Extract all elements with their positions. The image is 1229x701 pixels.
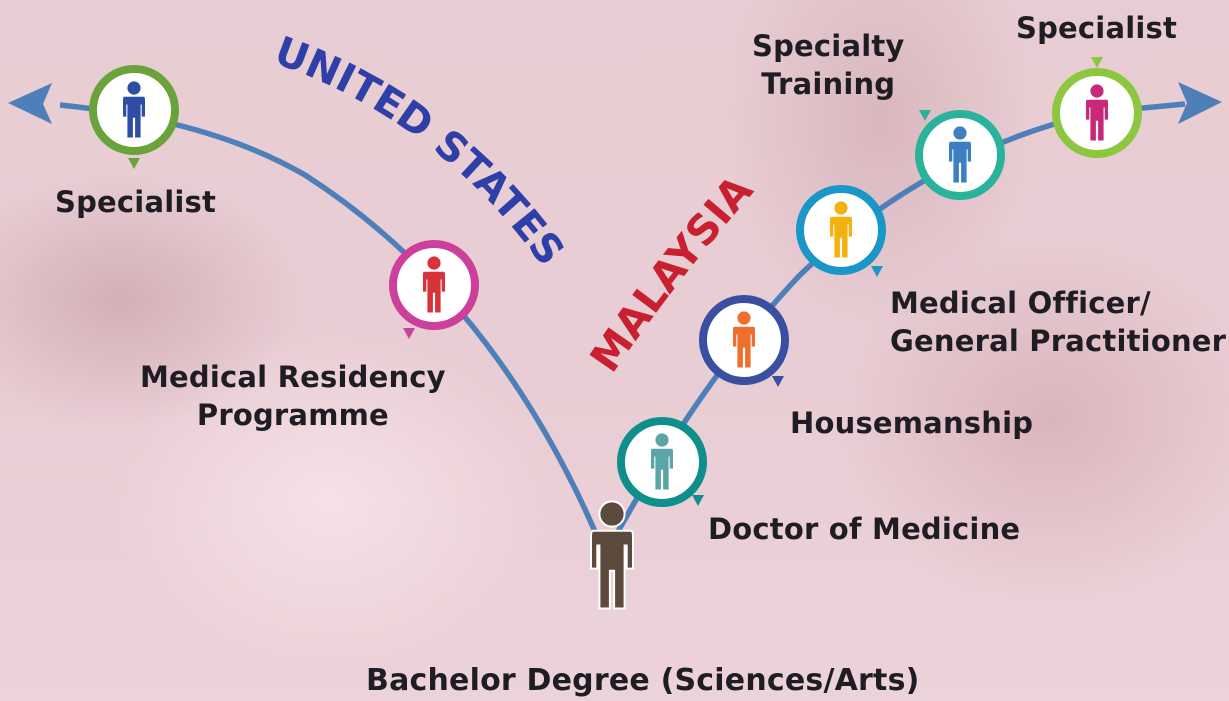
person-icon xyxy=(733,311,755,368)
label-line: General Practitioner xyxy=(890,324,1227,358)
us-arrow-icon xyxy=(8,83,52,124)
label-my-specialist: Specialist xyxy=(1016,9,1177,47)
label-us-specialist: Specialist xyxy=(55,183,216,221)
pointer-icon xyxy=(772,376,784,387)
person-icon xyxy=(1086,84,1108,141)
label-text: Specialist xyxy=(55,185,217,219)
pointer-icon xyxy=(1091,57,1103,68)
label-line: Programme xyxy=(196,398,389,432)
us-residency-node xyxy=(389,240,479,339)
person-icon xyxy=(590,500,634,610)
label-line: Training xyxy=(761,67,896,101)
person-icon xyxy=(651,433,673,490)
pointer-icon xyxy=(403,328,415,339)
label-doctor-of-medicine: Doctor of Medicine xyxy=(708,510,1020,548)
label-text: Doctor of Medicine xyxy=(708,512,1021,546)
malaysia-specialist-node xyxy=(1052,57,1142,158)
label-text: Housemanship xyxy=(790,406,1034,440)
label-residency: Medical Residency Programme xyxy=(140,358,446,434)
person-icon xyxy=(423,256,445,313)
label-medical-officer: Medical Officer/ General Practitioner xyxy=(890,284,1226,360)
malaysia-arrow-icon xyxy=(1178,82,1222,124)
malaysia-specialty-training-node xyxy=(915,110,1005,200)
pointer-icon xyxy=(128,158,140,169)
label-line: Specialty xyxy=(752,29,905,63)
us-path-line xyxy=(59,102,608,557)
label-specialty-training: Specialty Training xyxy=(752,27,905,103)
label-text: Specialist xyxy=(1016,11,1178,45)
label-bachelor-degree: Bachelor Degree (Sciences/Arts) xyxy=(366,662,920,700)
person-icon xyxy=(123,81,145,138)
label-line: Medical Officer/ xyxy=(890,286,1151,320)
pointer-icon xyxy=(919,110,931,121)
united-states-label: UNITED STATES xyxy=(269,28,573,274)
label-line: Medical Residency xyxy=(140,360,446,394)
start-person-icon xyxy=(590,500,634,610)
malaysia-doctor-of-medicine-node xyxy=(617,417,707,507)
malaysia-housemanship-node xyxy=(699,295,789,387)
pointer-icon xyxy=(871,266,883,277)
person-icon xyxy=(830,201,852,258)
label-housemanship: Housemanship xyxy=(790,404,1033,442)
label-text: Bachelor Degree (Sciences/Arts) xyxy=(366,663,920,698)
pointer-icon xyxy=(692,495,704,506)
person-icon xyxy=(949,126,971,183)
malaysia-medical-officer-node xyxy=(796,185,886,277)
us-specialist-node xyxy=(89,65,179,169)
